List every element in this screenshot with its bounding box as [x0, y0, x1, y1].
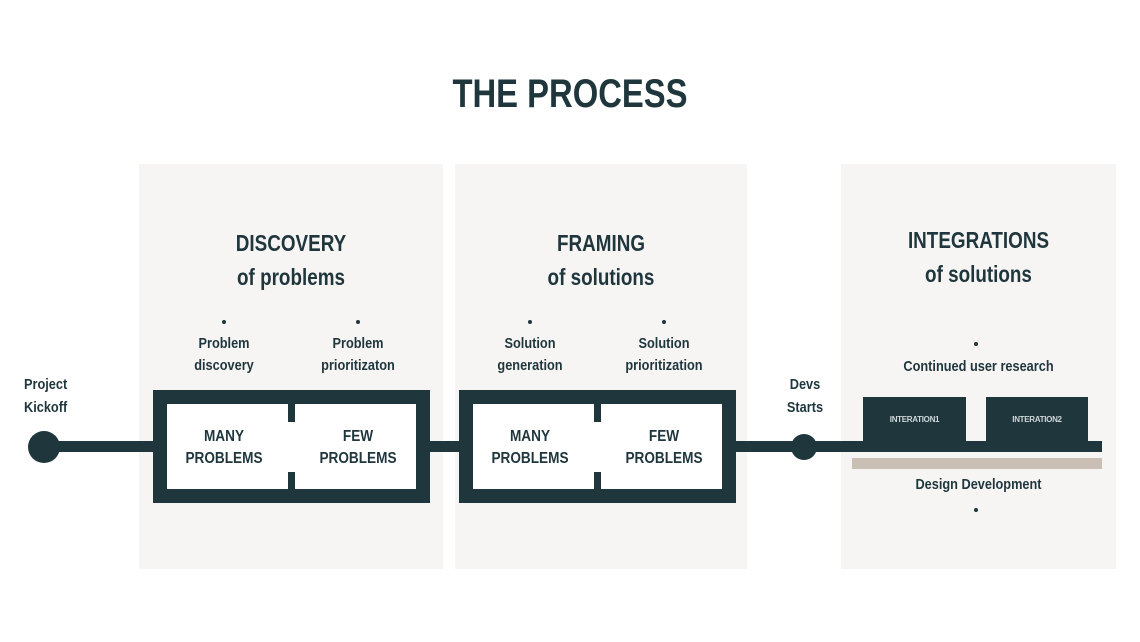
framing-title: FRAMING — [556, 230, 645, 256]
discovery-title: DISCOVERY — [235, 230, 347, 256]
iteration-label: INTERATION1 — [889, 414, 940, 424]
step-line1: Problem — [332, 335, 384, 352]
step-line2: prioritization — [625, 357, 703, 374]
box-line2: PROBLEMS — [625, 450, 703, 467]
box-line2: PROBLEMS — [319, 450, 397, 467]
devs-node — [791, 434, 817, 460]
step-dot — [528, 320, 532, 324]
step-line1: Problem — [198, 335, 250, 352]
kickoff-line2: Kickoff — [24, 399, 68, 416]
kickoff-node — [28, 431, 60, 463]
framing-heading: FRAMING of solutions — [455, 226, 747, 294]
discovery-heading: DISCOVERY of problems — [139, 226, 443, 294]
design-dot — [974, 508, 978, 512]
step-line2: generation — [497, 357, 563, 374]
integrations-heading: INTEGRATIONS of solutions — [841, 223, 1116, 291]
design-development-label: Design Development — [915, 476, 1042, 493]
devs-label: Devs Starts — [780, 373, 829, 419]
step-label-problem-discovery: Problem discovery — [164, 333, 284, 377]
step-dot — [662, 320, 666, 324]
box-label-many-problems: MANY PROBLEMS — [479, 426, 581, 470]
step-line2: discovery — [194, 357, 254, 374]
box-label-many-problems: MANY PROBLEMS — [173, 426, 275, 470]
box-line1: FEW — [648, 428, 680, 445]
box-line1: MANY — [203, 428, 245, 445]
discovery-subtitle: of problems — [237, 264, 345, 290]
step-dot — [222, 320, 226, 324]
step-label-problem-prioritization: Problem prioritizaton — [298, 333, 418, 377]
step-line2: prioritizaton — [321, 357, 395, 374]
iteration-label: INTERATION2 — [1012, 414, 1062, 424]
step-line1: Solution — [638, 335, 690, 352]
step-label-solution-generation: Solution generation — [470, 333, 590, 377]
box-label-few-problems: FEW PROBLEMS — [307, 426, 409, 470]
box-label-few-problems: FEW PROBLEMS — [613, 426, 715, 470]
box-line1: MANY — [509, 428, 551, 445]
research-dot — [974, 342, 978, 346]
kickoff-line1: Project — [24, 376, 68, 393]
box-line2: PROBLEMS — [491, 450, 569, 467]
integrations-panel — [841, 164, 1116, 569]
devs-line1: Devs — [789, 376, 821, 393]
step-dot — [356, 320, 360, 324]
iteration-block-2: INTERATION2 — [986, 397, 1088, 441]
framing-subtitle: of solutions — [547, 264, 655, 290]
step-label-solution-prioritization: Solution prioritization — [604, 333, 724, 377]
box-line2: PROBLEMS — [185, 450, 263, 467]
iteration-block-1: INTERATION1 — [863, 397, 966, 441]
step-line1: Solution — [504, 335, 556, 352]
integrations-title: INTEGRATIONS — [907, 227, 1050, 253]
research-label: Continued user research — [903, 358, 1054, 375]
page-title: THE PROCESS — [452, 72, 688, 116]
devs-line2: Starts — [786, 399, 824, 416]
box-line1: FEW — [342, 428, 374, 445]
kickoff-label: Project Kickoff — [24, 373, 67, 419]
integrations-subtitle: of solutions — [925, 261, 1032, 287]
